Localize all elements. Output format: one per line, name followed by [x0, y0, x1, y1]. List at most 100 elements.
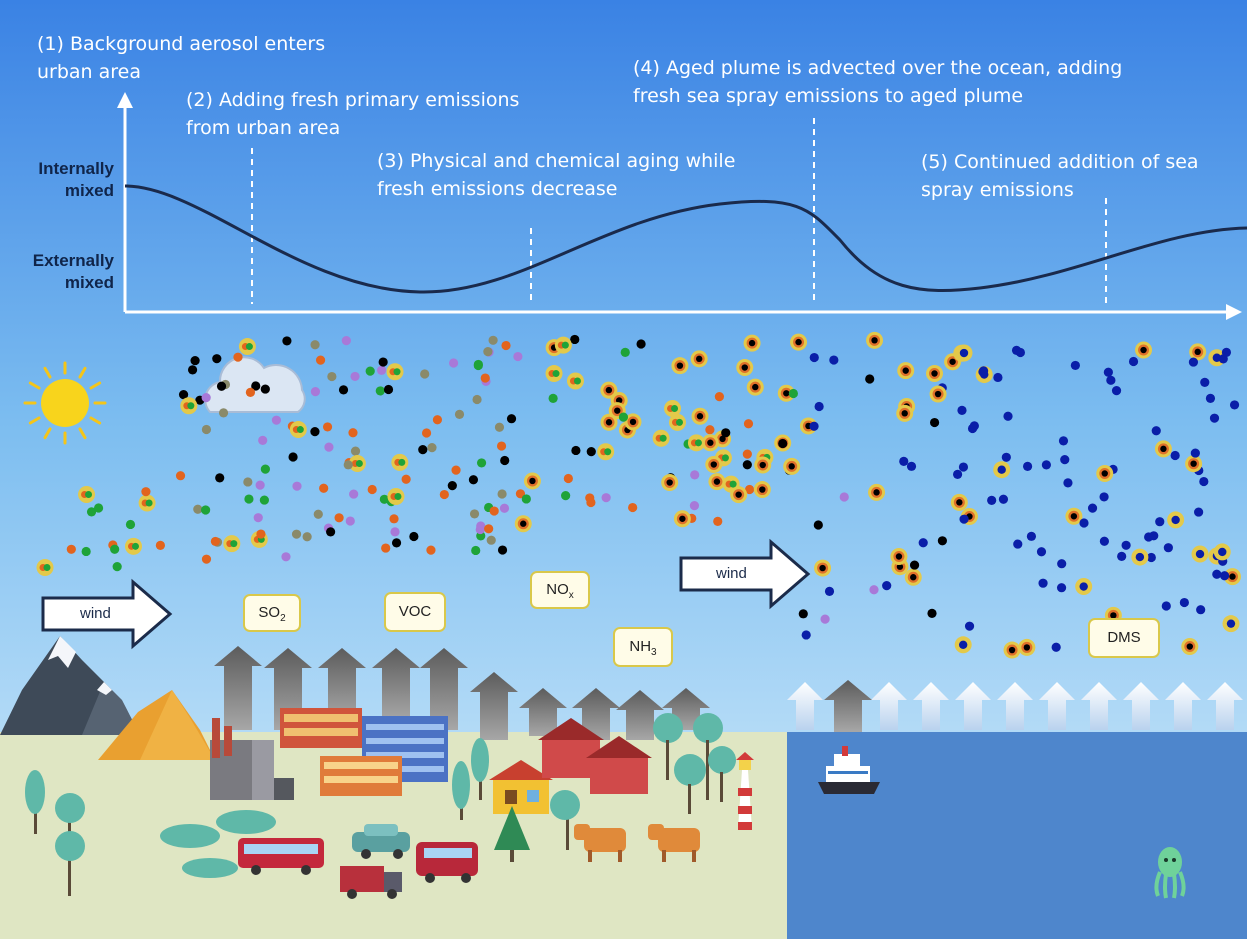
wind-arrow-1[interactable] — [41, 578, 173, 650]
gas-nh3-base: NH — [629, 638, 652, 655]
aerosol-particle-76 — [310, 427, 320, 437]
aerosol-particle-281 — [1051, 642, 1061, 652]
aerosol-particle-88 — [289, 421, 307, 439]
aerosol-particle-95 — [426, 545, 436, 555]
aerosol-particle-308 — [1036, 547, 1047, 557]
aerosol-particles — [36, 331, 1241, 659]
aerosol-particle-200 — [600, 381, 618, 399]
aerosol-particle-191 — [701, 434, 719, 452]
aerosol-particle-23 — [350, 446, 361, 456]
aerosol-particle-320 — [1212, 569, 1222, 579]
step-3-label: (3) Physical and chemical aging while fr… — [377, 147, 735, 203]
aerosol-particle-84 — [315, 355, 326, 365]
aerosol-particle-8 — [155, 540, 165, 551]
aerosol-particle-42 — [367, 484, 377, 495]
aerosol-particle-245 — [1155, 517, 1165, 527]
aerosol-particle-251 — [954, 636, 972, 654]
aerosol-particle-94 — [291, 529, 302, 539]
aerosol-particle-310 — [1209, 413, 1220, 423]
aerosol-particle-125 — [497, 545, 508, 555]
aerosol-particle-31 — [376, 365, 387, 375]
aerosol-particle-326 — [987, 495, 997, 505]
aerosol-particle-154 — [714, 392, 724, 402]
aerosol-particle-324 — [1221, 347, 1232, 357]
aerosol-particle-266 — [957, 405, 967, 415]
aerosol-particle-269 — [1146, 552, 1156, 563]
aerosol-particle-65 — [255, 480, 265, 490]
y-bottom-line-2: mixed — [64, 273, 114, 292]
aerosol-particle-284 — [959, 514, 969, 524]
aerosol-particle-286 — [998, 494, 1009, 504]
aerosol-particle-321 — [1188, 357, 1199, 367]
aerosol-particle-90 — [401, 474, 411, 484]
emission-arrows — [214, 646, 872, 740]
step-2-label: (2) Adding fresh primary emissions from … — [186, 86, 519, 142]
aerosol-particle-2 — [81, 546, 91, 557]
aerosol-particle-186 — [742, 460, 752, 470]
aerosol-particle-97 — [210, 536, 221, 547]
aerosol-particle-57 — [243, 477, 253, 487]
aerosol-particle-259 — [1079, 518, 1089, 528]
aerosol-particle-199 — [597, 443, 615, 461]
aerosol-particle-126 — [201, 393, 211, 403]
aerosol-particle-230 — [865, 374, 875, 384]
aerosol-particle-69 — [379, 494, 389, 504]
step-4-line-2: fresh sea spray emissions to aged plume — [633, 85, 1024, 107]
aerosol-particle-172 — [554, 336, 572, 354]
aerosol-particle-114 — [378, 357, 388, 367]
aerosol-particle-29 — [201, 554, 212, 564]
aerosol-particle-39 — [341, 336, 351, 346]
aerosol-particle-183 — [601, 493, 611, 503]
aerosol-particle-83 — [282, 336, 292, 346]
octopus — [1154, 847, 1186, 899]
aerosol-particle-231 — [798, 609, 808, 619]
aerosol-particle-28 — [201, 424, 212, 435]
aerosol-particle-271 — [1001, 452, 1011, 462]
aerosol-particle-203 — [689, 500, 700, 511]
aerosol-particle-124 — [420, 369, 430, 379]
aerosol-particle-195 — [778, 438, 788, 449]
gas-so2-sub: 2 — [280, 613, 286, 624]
aerosol-particle-323 — [1056, 583, 1067, 593]
aerosol-particle-204 — [869, 585, 879, 595]
aerosol-particle-80 — [233, 352, 243, 362]
aerosol-particle-121 — [345, 516, 355, 526]
aerosol-particle-141 — [690, 350, 708, 368]
aerosol-particle-236 — [814, 401, 824, 412]
aerosol-particle-111 — [218, 408, 229, 418]
aerosol-particle-102 — [375, 386, 385, 396]
aerosol-particle-151 — [705, 425, 715, 435]
aerosol-particle-10 — [86, 507, 97, 517]
aerosol-particle-303 — [1015, 347, 1026, 358]
aerosol-particle-277 — [1063, 478, 1073, 488]
wind-arrow-2[interactable] — [679, 538, 811, 610]
aerosol-particle-70 — [187, 365, 198, 375]
aerosol-particle-40 — [391, 538, 402, 548]
wind-label-2: wind — [716, 565, 747, 582]
aerosol-particle-96 — [245, 387, 256, 397]
gas-nox-sub: x — [568, 590, 574, 601]
aerosol-particle-313 — [1096, 464, 1114, 482]
aerosol-particle-180 — [690, 470, 700, 480]
step-1-line-1: (1) Background aerosol enters — [37, 33, 326, 55]
aerosol-particle-312 — [1026, 531, 1037, 541]
aerosol-particle-289 — [1191, 545, 1209, 563]
gas-dms: DMS — [1088, 618, 1160, 658]
aerosol-particle-129 — [365, 366, 375, 376]
aerosol-particle-99 — [326, 527, 336, 537]
aerosol-particle-12 — [93, 503, 104, 513]
aerosol-particle-211 — [927, 608, 937, 618]
aerosol-particle-254 — [1057, 559, 1067, 569]
aerosol-particle-159 — [742, 449, 752, 459]
aerosol-particle-290 — [1185, 455, 1203, 473]
aerosol-particle-36 — [427, 443, 437, 453]
aerosol-particle-11 — [78, 485, 96, 503]
y-axis-externally-mixed: Externally mixed — [0, 250, 114, 294]
aerosol-particle-239 — [929, 385, 947, 403]
aerosol-particle-74 — [258, 435, 268, 445]
aerosol-particle-214 — [839, 492, 849, 502]
aerosol-particle-182 — [790, 333, 808, 351]
aerosol-particle-30 — [386, 363, 404, 381]
aerosol-particle-62 — [432, 415, 443, 425]
